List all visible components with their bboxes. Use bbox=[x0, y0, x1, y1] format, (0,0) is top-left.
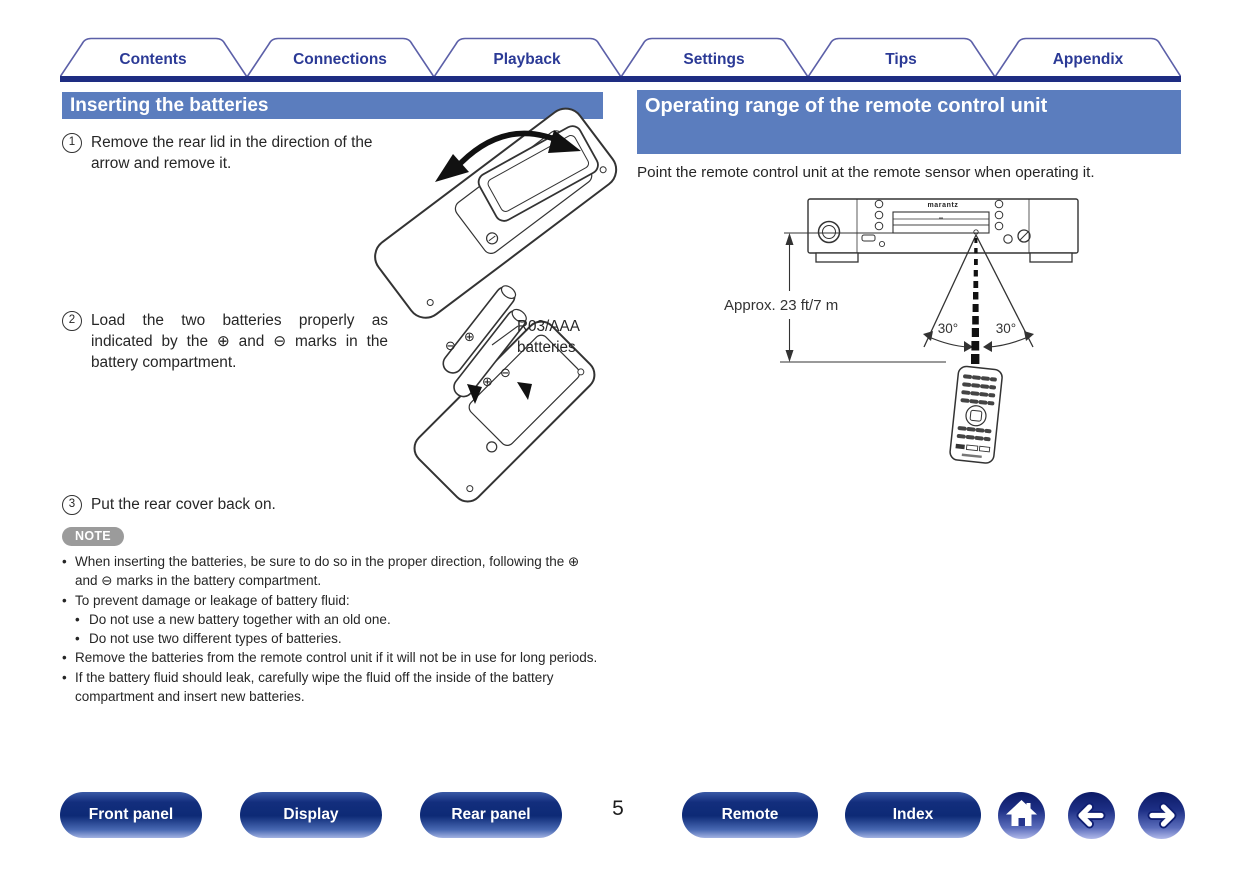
home-icon bbox=[1006, 800, 1037, 826]
tab-bar-rule bbox=[60, 76, 1181, 82]
polarity-minus: ⊖ bbox=[500, 365, 511, 380]
note-item: Do not use two different types of batter… bbox=[62, 629, 605, 649]
index-button[interactable]: Index bbox=[845, 792, 981, 838]
note-item: If the battery fluid should leak, carefu… bbox=[62, 668, 605, 707]
remote-lid-removal-illustration bbox=[374, 107, 618, 319]
polarity-plus: ⊕ bbox=[482, 374, 493, 389]
angle-right-label: 30° bbox=[996, 321, 1016, 336]
remote-control bbox=[949, 365, 1003, 464]
remote-button[interactable]: Remote bbox=[682, 792, 818, 838]
display-button[interactable]: Display bbox=[240, 792, 382, 838]
tab-tips[interactable]: Tips bbox=[807, 37, 996, 78]
step-text: Put the rear cover back on. bbox=[91, 496, 276, 513]
section-title-inserting-batteries: Inserting the batteries bbox=[62, 92, 603, 119]
angle-left-label: 30° bbox=[938, 321, 958, 336]
distance-label: Approx. 23 ft/7 m bbox=[724, 297, 838, 314]
note-item: Remove the batteries from the remote con… bbox=[62, 648, 605, 668]
step-number: 3 bbox=[62, 495, 82, 515]
note-list: When inserting the batteries, be sure to… bbox=[62, 552, 605, 706]
rear-panel-button[interactable]: Rear panel bbox=[420, 792, 562, 838]
tab-connections[interactable]: Connections bbox=[246, 37, 435, 78]
tab-label[interactable]: Appendix bbox=[1053, 51, 1124, 68]
step-3: 3 Put the rear cover back on. bbox=[62, 494, 388, 515]
polarity-plus: ⊕ bbox=[464, 329, 475, 344]
battery-type-label: R03/AAA batteries bbox=[517, 318, 580, 356]
tab-playback[interactable]: Playback bbox=[433, 37, 622, 78]
page-number: 5 bbox=[612, 797, 624, 820]
tab-label[interactable]: Contents bbox=[119, 51, 186, 68]
step-number: 2 bbox=[62, 311, 82, 331]
tab-settings[interactable]: Settings bbox=[620, 37, 809, 78]
operating-range-diagram: marantz bbox=[724, 198, 1079, 464]
signal-beam bbox=[971, 238, 980, 364]
step-2: 2 Load the two batteries properly as ind… bbox=[62, 310, 388, 373]
back-button[interactable] bbox=[1068, 792, 1115, 839]
note-item: Do not use a new battery together with a… bbox=[62, 610, 605, 630]
note-item: To prevent damage or leakage of battery … bbox=[62, 591, 605, 611]
tab-label[interactable]: Settings bbox=[683, 51, 744, 68]
forward-arrow-icon bbox=[1147, 802, 1177, 829]
tab-label[interactable]: Tips bbox=[885, 51, 917, 68]
step-number: 1 bbox=[62, 133, 82, 153]
step-text: Remove the rear lid in the direction of … bbox=[91, 134, 373, 172]
note-badge: NOTE bbox=[62, 527, 124, 546]
operating-range-intro: Point the remote control unit at the rem… bbox=[637, 164, 1095, 181]
front-panel-button[interactable]: Front panel bbox=[60, 792, 202, 838]
remote-sensor bbox=[973, 229, 979, 235]
tab-label[interactable]: Connections bbox=[293, 51, 387, 68]
polarity-minus: ⊖ bbox=[445, 338, 456, 353]
step-text: Load the two batteries properly as indic… bbox=[91, 312, 388, 371]
section-title-operating-range: Operating range of the remote control un… bbox=[637, 90, 1181, 154]
tab-contents[interactable]: Contents bbox=[60, 37, 248, 78]
note-item: When inserting the batteries, be sure to… bbox=[62, 552, 605, 591]
brand-label: marantz bbox=[927, 202, 958, 209]
tab-label[interactable]: Playback bbox=[493, 51, 561, 68]
forward-button[interactable] bbox=[1138, 792, 1185, 839]
tab-strip: Contents Connections Playback Settings T… bbox=[60, 37, 1181, 77]
batteries bbox=[442, 285, 527, 398]
step-1: 1 Remove the rear lid in the direction o… bbox=[62, 132, 388, 174]
cd-player: marantz bbox=[807, 198, 1079, 263]
battery-loading-illustration: ⊖ ⊕ ⊕ ⊖ bbox=[413, 285, 596, 503]
tab-appendix[interactable]: Appendix bbox=[994, 37, 1181, 78]
home-button[interactable] bbox=[998, 792, 1045, 839]
back-arrow-icon bbox=[1076, 802, 1106, 829]
